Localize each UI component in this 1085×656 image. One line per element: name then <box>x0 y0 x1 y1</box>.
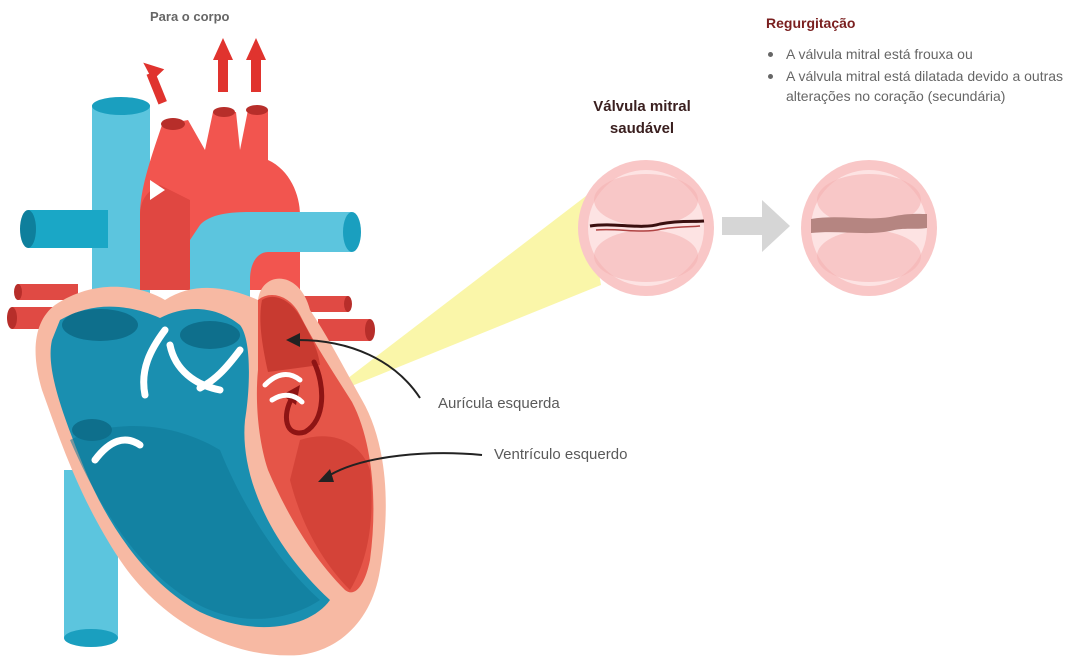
regurgitation-list: A válvula mitral está frouxa ou A válvul… <box>766 44 1085 108</box>
transition-arrow <box>722 200 790 252</box>
regurgitant-valve-circle <box>801 160 937 296</box>
tricuspid-opening <box>180 321 240 349</box>
to-body-label: Para o corpo <box>150 9 229 24</box>
left-ventricle-label: Ventrículo esquerdo <box>494 446 627 463</box>
healthy-valve-label-line2: saudável <box>567 118 717 140</box>
healthy-valve-circle <box>578 160 714 296</box>
to-body-arrows <box>143 38 266 104</box>
healthy-valve-label: Válvula mitral saudável <box>567 96 717 140</box>
regurgitation-title: Regurgitação <box>766 15 855 31</box>
regurgitation-item: A válvula mitral está dilatada devido a … <box>766 66 1085 106</box>
left-atrium-label: Aurícula esquerda <box>438 395 560 412</box>
healthy-valve-label-line1: Válvula mitral <box>567 96 717 118</box>
right-atrium-opening <box>62 309 138 341</box>
left-blue-vessel <box>20 210 108 248</box>
regurgitation-item: A válvula mitral está frouxa ou <box>766 44 1085 64</box>
ivc-opening <box>72 419 112 441</box>
magnifier-cone <box>322 196 601 398</box>
